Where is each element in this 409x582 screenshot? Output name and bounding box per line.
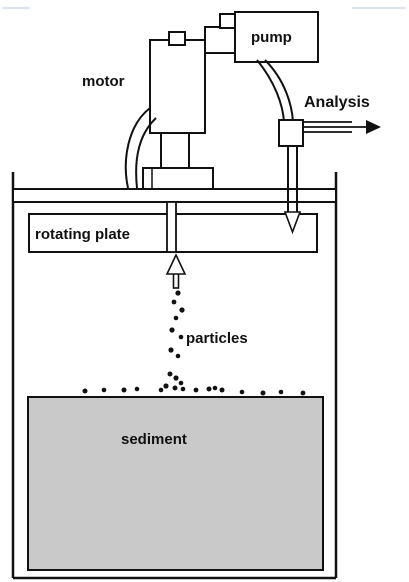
particle xyxy=(175,353,181,359)
particle xyxy=(178,380,184,386)
particle xyxy=(101,387,107,393)
particle xyxy=(278,389,284,395)
particle xyxy=(121,387,127,393)
particle xyxy=(172,385,178,391)
tube-pump-inner xyxy=(256,59,285,123)
motor-body xyxy=(149,39,206,134)
pump-body xyxy=(234,11,319,63)
motor-shaft xyxy=(166,201,177,253)
analysis-arrow xyxy=(303,120,381,134)
sediment-block xyxy=(27,396,324,571)
particle xyxy=(180,386,186,392)
sediment-label: sediment xyxy=(121,431,187,448)
particle xyxy=(260,390,266,396)
pump xyxy=(204,11,319,63)
shaft-rod xyxy=(166,201,177,253)
particle xyxy=(239,389,245,395)
motor-cap xyxy=(168,31,186,46)
particle xyxy=(178,334,184,340)
particles-label: particles xyxy=(186,330,248,347)
particle xyxy=(193,387,199,393)
particles-up-arrow xyxy=(165,253,187,289)
pump-label: pump xyxy=(251,29,292,46)
particle xyxy=(300,390,306,396)
sampling-valve xyxy=(278,119,304,147)
particle xyxy=(82,388,88,394)
motor-base xyxy=(142,167,214,190)
particle xyxy=(168,347,174,353)
particle xyxy=(219,387,225,393)
particle xyxy=(171,299,177,305)
particle xyxy=(173,315,179,321)
up-arrow-head xyxy=(165,253,187,275)
tube-pump-outer xyxy=(264,59,294,123)
particles xyxy=(82,290,306,396)
particle xyxy=(167,371,173,377)
motor-label: motor xyxy=(82,73,125,90)
motor xyxy=(142,31,214,190)
tubing xyxy=(124,59,298,212)
analysis-label: Analysis xyxy=(304,94,370,111)
particle xyxy=(175,290,181,296)
tube-motor-outer xyxy=(124,107,151,189)
motor-neck xyxy=(160,131,190,173)
pump-coupling xyxy=(204,26,237,54)
particle xyxy=(158,387,164,393)
particle xyxy=(134,386,140,392)
particle xyxy=(163,383,169,389)
container-vessel xyxy=(11,172,338,580)
tube-motor-inner xyxy=(135,117,157,189)
particle xyxy=(206,386,212,392)
particle xyxy=(212,385,218,391)
particle xyxy=(173,375,179,381)
particle xyxy=(179,307,185,313)
particle xyxy=(169,327,175,333)
rotating-plate-label: rotating plate xyxy=(35,226,130,243)
analysis-arrow-head xyxy=(366,120,381,134)
inflow-arrow xyxy=(283,211,302,235)
